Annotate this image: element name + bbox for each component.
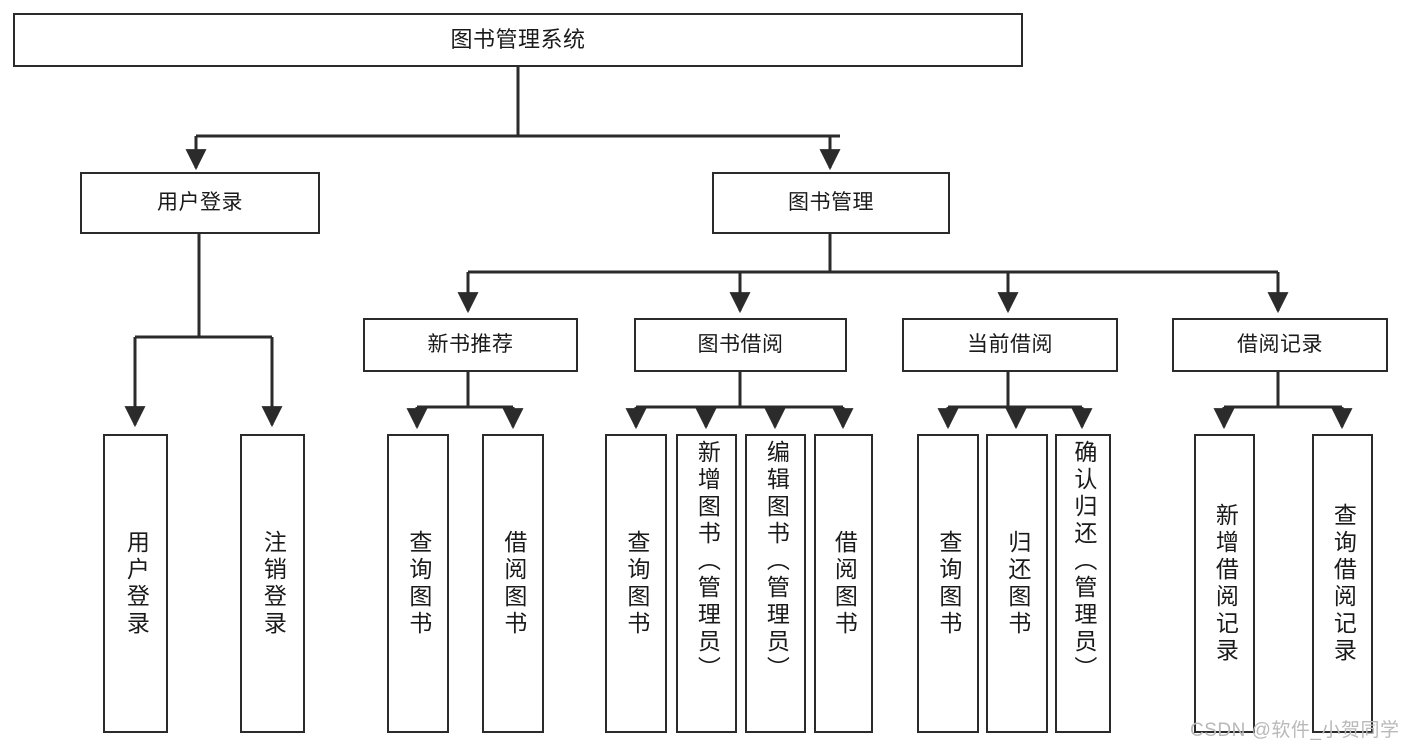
node-leaf-add-record[interactable]: 新增借阅记录 bbox=[1194, 434, 1255, 733]
node-root[interactable]: 图书管理系统 bbox=[13, 13, 1023, 67]
node-leaf-query-record[interactable]: 查询借阅记录 bbox=[1312, 434, 1373, 733]
node-user-login[interactable]: 用户登录 bbox=[80, 172, 320, 234]
node-leaf-query-book-2-label: 查询图书 bbox=[623, 529, 650, 638]
node-leaf-query-book-3-label: 查询图书 bbox=[935, 529, 962, 638]
node-leaf-borrow-book-2-label: 借阅图书 bbox=[831, 529, 858, 638]
node-leaf-return-book-label: 归还图书 bbox=[1004, 529, 1031, 638]
node-leaf-add-book[interactable]: 新增图书（管理员） bbox=[676, 434, 737, 733]
node-leaf-query-book-3[interactable]: 查询图书 bbox=[917, 434, 979, 733]
node-leaf-confirm-return[interactable]: 确认归还（管理员） bbox=[1055, 434, 1111, 733]
node-leaf-query-record-label: 查询借阅记录 bbox=[1330, 502, 1357, 665]
node-borrow-record[interactable]: 借阅记录 bbox=[1172, 318, 1388, 372]
node-new-book-rec[interactable]: 新书推荐 bbox=[363, 318, 578, 372]
node-leaf-query-book-1[interactable]: 查询图书 bbox=[387, 434, 449, 733]
node-book-borrow[interactable]: 图书借阅 bbox=[634, 318, 847, 372]
node-leaf-user-login-label: 用户登录 bbox=[123, 529, 150, 638]
node-leaf-confirm-return-label: 确认归还（管理员） bbox=[1070, 440, 1097, 683]
node-root-label: 图书管理系统 bbox=[450, 27, 586, 53]
node-leaf-add-book-label: 新增图书（管理员） bbox=[694, 440, 721, 683]
node-new-book-rec-label: 新书推荐 bbox=[427, 332, 514, 356]
node-current-borrow[interactable]: 当前借阅 bbox=[902, 318, 1118, 372]
node-current-borrow-label: 当前借阅 bbox=[967, 332, 1053, 356]
node-book-borrow-label: 图书借阅 bbox=[697, 332, 784, 356]
node-book-manage-label: 图书管理 bbox=[788, 190, 874, 214]
node-leaf-user-login[interactable]: 用户登录 bbox=[103, 434, 168, 733]
node-book-manage[interactable]: 图书管理 bbox=[712, 172, 950, 234]
node-borrow-record-label: 借阅记录 bbox=[1237, 332, 1323, 356]
node-leaf-logout[interactable]: 注销登录 bbox=[240, 434, 305, 733]
watermark-text: CSDN @软件_小贺同学 bbox=[1190, 720, 1400, 741]
node-leaf-query-book-2[interactable]: 查询图书 bbox=[605, 434, 667, 733]
node-leaf-borrow-book-1-label: 借阅图书 bbox=[500, 529, 527, 638]
node-leaf-edit-book[interactable]: 编辑图书（管理员） bbox=[745, 434, 806, 733]
node-user-login-label: 用户登录 bbox=[157, 190, 243, 214]
node-leaf-add-record-label: 新增借阅记录 bbox=[1212, 502, 1239, 665]
node-leaf-edit-book-label: 编辑图书（管理员） bbox=[763, 440, 790, 683]
node-leaf-logout-label: 注销登录 bbox=[260, 529, 287, 638]
node-leaf-borrow-book-2[interactable]: 借阅图书 bbox=[814, 434, 873, 733]
node-leaf-return-book[interactable]: 归还图书 bbox=[986, 434, 1048, 733]
node-leaf-borrow-book-1[interactable]: 借阅图书 bbox=[482, 434, 544, 733]
node-leaf-query-book-1-label: 查询图书 bbox=[405, 529, 432, 638]
